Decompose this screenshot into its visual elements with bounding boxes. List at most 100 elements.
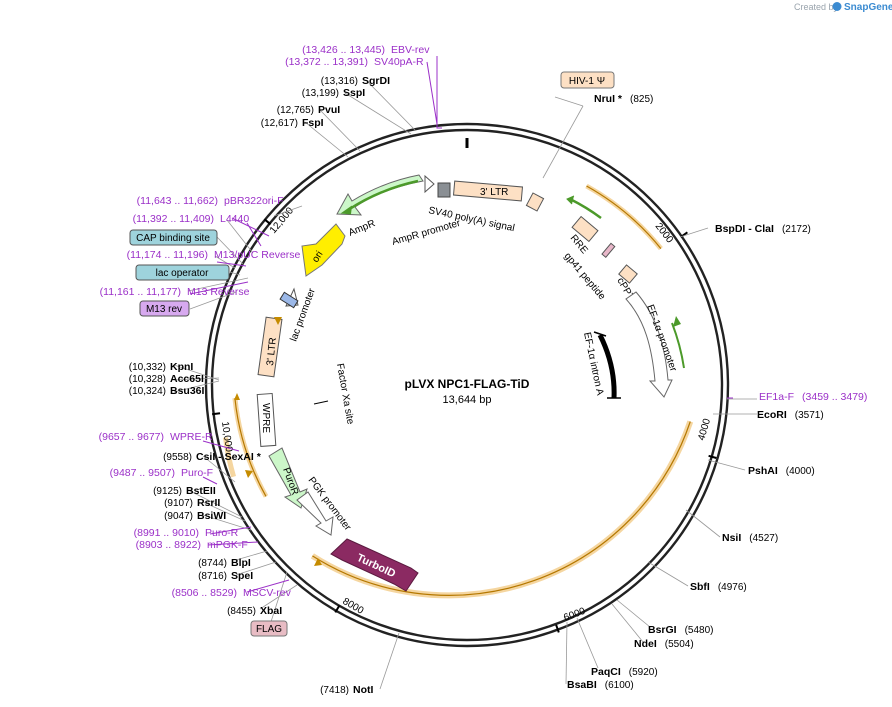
primer-name: WPRE-R [170, 431, 213, 443]
primer-label[interactable]: EBV-rev(13,426 .. 13,445) [302, 44, 430, 56]
primer-position: (11,174 .. 11,196) [127, 249, 208, 261]
primer-label[interactable]: pBR322ori-F (11,643 .. 11,662) [137, 195, 284, 207]
enzyme-label[interactable]: BstEII(9125) [153, 485, 216, 497]
primer-label[interactable]: Puro-F (9487 .. 9507) [110, 467, 213, 479]
backbone-inner [210, 128, 724, 642]
enzyme-name: BsaBI [567, 679, 597, 691]
primer-position: (11,392 .. 11,409) [133, 213, 214, 225]
boxed-label-hiv-psi[interactable]: HIV-1 Ψ [560, 71, 615, 89]
primer-position: (8991 .. 9010) [134, 527, 199, 539]
enzyme-label[interactable]: NotI(7418) [320, 684, 373, 696]
enzyme-name: CsiI - SexAI * [196, 451, 262, 463]
enzyme-name: Bsu36I [170, 385, 205, 397]
primer-name: Puro-F [181, 467, 213, 479]
enzyme-label[interactable]: BlpI(8744) [198, 557, 251, 569]
enzyme-label[interactable]: PvuI(12,765) [277, 104, 341, 116]
enzyme-label[interactable]: BsrGI(5480) [648, 624, 714, 636]
enzyme-label[interactable]: NsiI(4527) [722, 532, 778, 544]
primer-labels: EBV-rev(13,426 .. 13,445)SV40pA-R(13,372… [99, 44, 868, 599]
enzyme-label[interactable]: BspDI - ClaI(2172) [715, 223, 811, 235]
enzyme-position: (8744) [198, 558, 227, 569]
enzyme-label[interactable]: FspI(12,617) [261, 117, 324, 129]
primer-position: (9487 .. 9507) [110, 467, 175, 479]
feature-rre: RRE [568, 215, 599, 256]
svg-text:HIV-1 Ψ: HIV-1 Ψ [569, 76, 605, 87]
enzyme-label[interactable]: XbaI(8455) [227, 605, 282, 617]
enzyme-label[interactable]: PshAI (4000) [748, 465, 815, 477]
feature-sv40-block [437, 182, 451, 198]
enzyme-label[interactable]: SpeI(8716) [198, 570, 253, 582]
primer-label[interactable]: L4440 (11,392 .. 11,409) [133, 213, 250, 225]
feature-arc-centerlines [234, 185, 691, 596]
primer-position: (11,643 .. 11,662) [137, 195, 218, 207]
tick-label-4000: 4000 [696, 417, 713, 442]
enzyme-label[interactable]: BsaBI (6100) [567, 679, 634, 691]
enzyme-name: PshAI [748, 465, 778, 477]
primer-position: (11,161 .. 11,177) [100, 286, 181, 298]
enzyme-position: (9047) [164, 511, 193, 522]
svg-text:WPRE: WPRE [260, 403, 271, 433]
primer-label[interactable]: Puro-R(8991 .. 9010) [134, 527, 239, 539]
enzyme-position: (5920) [629, 667, 658, 678]
enzyme-label[interactable]: CsiI - SexAI *(9558) [163, 451, 262, 463]
feature-gp41-block [601, 242, 616, 258]
enzyme-name: BsiWI [197, 510, 226, 522]
primer-label[interactable]: M13 Reverse (11,161 .. 11,177) [100, 286, 250, 298]
enzyme-label[interactable]: SbfI(4976) [690, 581, 747, 593]
enzyme-name: SbfI [690, 581, 710, 593]
primer-arcs [234, 179, 685, 566]
primer-position: (13,372 .. 13,391) [285, 56, 368, 68]
enzyme-name: EcoRI [757, 409, 787, 421]
boxed-label-flag[interactable]: FLAG [250, 620, 288, 637]
feature-ori-arrow: ori [301, 223, 346, 277]
tick-marks [211, 218, 717, 633]
boxed-label-cap-binding-site[interactable]: CAP binding site [129, 229, 218, 246]
enzyme-label[interactable]: SspI(13,199) [302, 87, 366, 99]
enzyme-position: (4000) [786, 466, 815, 477]
enzyme-label[interactable]: RsrII(9107) [164, 497, 220, 509]
enzyme-label[interactable]: BsiWI (9047) [164, 510, 226, 522]
primer-name: EF1a-F [759, 391, 794, 403]
primer-position: (9657 .. 9677) [99, 431, 164, 443]
primer-label[interactable]: M13/pUC Reverse(11,174 .. 11,196) [127, 249, 301, 261]
primer-label[interactable]: SV40pA-R(13,372 .. 13,391) [285, 56, 424, 68]
enzyme-label[interactable]: Acc65I(10,328) [129, 373, 204, 385]
boxed-label-lac-operator[interactable]: lac operator [135, 264, 230, 281]
enzyme-name: PvuI [318, 104, 340, 116]
enzyme-label[interactable]: NdeI(5504) [634, 638, 694, 650]
enzyme-label[interactable]: Bsu36I (10,324) [129, 385, 205, 397]
feature-label-ampr-promoter: AmpR promoter [391, 218, 463, 248]
feature-wpre: WPRE [256, 392, 277, 447]
enzyme-position: (6100) [605, 680, 634, 691]
primer-label[interactable]: mPGK-F(8903 .. 8922) [136, 539, 248, 551]
primer-position: (3459 .. 3479) [802, 391, 867, 403]
primer-label[interactable]: MSCV-rev(8506 .. 8529) [172, 587, 292, 599]
enzyme-position: (10,324) [129, 386, 166, 397]
primer-name: L4440 [220, 213, 249, 225]
enzyme-position: (13,316) [321, 76, 358, 87]
enzyme-label[interactable]: NruI *(825) [594, 93, 653, 105]
enzyme-label[interactable]: SgrDI(13,316) [321, 75, 390, 87]
primer-label[interactable]: EF1a-F (3459 .. 3479) [759, 391, 867, 403]
enzyme-position: (9125) [153, 486, 182, 497]
primer-label[interactable]: WPRE-R (9657 .. 9677) [99, 431, 213, 443]
svg-text:AmpR: AmpR [347, 218, 377, 239]
enzyme-label[interactable]: PaqCI(5920) [591, 666, 658, 678]
enzyme-labels: NruI *(825) BspDI - ClaI(2172) EcoRI (3571)… [129, 75, 824, 696]
enzyme-name: BsrGI [648, 624, 677, 636]
enzyme-name: NruI * [594, 93, 623, 105]
enzyme-name: NotI [353, 684, 373, 696]
credit-text: Created by [794, 2, 839, 12]
plasmid-length: 13,644 bp [443, 394, 492, 406]
primer-name: pBR322ori-F [224, 195, 284, 207]
boxed-label-m13-rev[interactable]: M13 rev [139, 300, 190, 317]
primer-position: (13,426 .. 13,445) [302, 44, 385, 56]
enzyme-label[interactable]: EcoRI (3571) [757, 409, 824, 421]
enzyme-label[interactable]: KpnI(10,332) [129, 361, 194, 373]
enzyme-position: (3571) [795, 410, 824, 421]
primer-name: M13 Reverse [187, 286, 250, 298]
snapgene-logo-icon [832, 2, 842, 11]
feature-pgk-promoter-arrow [296, 491, 334, 536]
enzyme-name: BspDI - ClaI [715, 223, 774, 235]
tick-label-6000: 6000 [562, 606, 587, 624]
